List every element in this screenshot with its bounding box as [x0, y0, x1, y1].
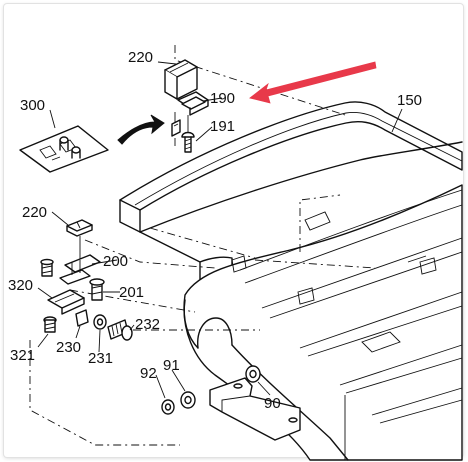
- callout-220-left: 220: [22, 204, 47, 221]
- callout-191: 191: [210, 118, 235, 135]
- part-191-screw: [171, 119, 195, 153]
- callout-230: 230: [56, 339, 81, 356]
- part-90-bracket: [209, 365, 301, 441]
- callout-190: 190: [210, 90, 235, 107]
- part-190-hinge: [177, 91, 209, 116]
- callout-231: 231: [88, 350, 113, 367]
- callout-92: 92: [140, 365, 157, 382]
- callout-232: 232: [135, 316, 160, 333]
- callout-201: 201: [119, 284, 144, 301]
- callout-300: 300: [20, 97, 45, 114]
- callout-90: 90: [264, 395, 281, 412]
- part-232-bolt: [107, 319, 133, 341]
- part-92-washer: [161, 399, 175, 415]
- part-300-plate: [19, 125, 109, 173]
- part-231-washer: [93, 314, 107, 330]
- red-highlight-arrow: [249, 61, 377, 104]
- part-201-screw: [89, 278, 105, 301]
- callout-200: 200: [103, 253, 128, 270]
- roof-panel: [119, 101, 463, 461]
- part-320-bracket: [47, 289, 85, 315]
- part-321-screw: [43, 316, 57, 333]
- callout-150: 150: [397, 92, 422, 109]
- part-upper-left-screw: [40, 258, 54, 277]
- part-220-left-bracket: [66, 219, 93, 237]
- part-200-hinge: [59, 254, 101, 285]
- leader-lines: [37, 61, 403, 399]
- callout-220-top: 220: [128, 49, 153, 66]
- callout-labels: 300 220 190 191 150 220 200 320 201 232 …: [8, 49, 422, 412]
- callout-91: 91: [163, 357, 180, 374]
- callout-321: 321: [10, 347, 35, 364]
- part-220-top-bracket: [164, 59, 198, 100]
- reference-lines: [29, 45, 376, 446]
- black-pointer-arrow: [117, 114, 165, 145]
- part-91-nut: [180, 391, 196, 409]
- callout-320: 320: [8, 277, 33, 294]
- part-230-pin: [75, 309, 89, 327]
